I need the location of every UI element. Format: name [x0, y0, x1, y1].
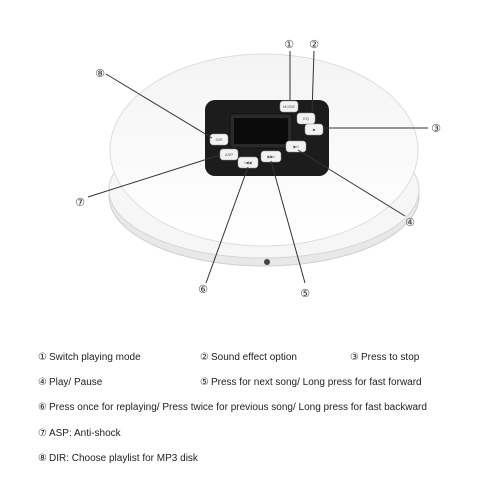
mode-button[interactable]: MODE [279, 100, 299, 113]
asp-button[interactable]: ASP [219, 148, 239, 161]
legend-text-3: Press to stop [360, 352, 420, 363]
prev-button[interactable]: I◀◀ [237, 156, 259, 169]
callout-3: ③ [431, 122, 441, 135]
stop-button[interactable]: ■ [304, 123, 324, 136]
legend-text-7: ASP: Anti-shock [48, 428, 121, 439]
legend-text-8: DIR: Choose playlist for MP3 disk [48, 453, 198, 464]
legend-text-5: Press for next song/ Long press for fast… [210, 377, 422, 388]
legend-text-1: Switch playing mode [48, 352, 141, 363]
leader-line-5 [270, 160, 306, 284]
stop-icon: ■ [313, 127, 316, 132]
leader-line-7 [87, 154, 221, 198]
next-button[interactable]: ▶▶I [260, 150, 282, 163]
callout-8: ⑧ [95, 67, 105, 80]
dir-button-label: DIR [216, 137, 223, 142]
legend-num-6: ⑥ [38, 402, 47, 413]
legend-text-6: Press once for replaying/ Press twice fo… [48, 402, 427, 413]
legend-num-5: ⑤ [200, 377, 209, 388]
asp-button-label: ASP [225, 152, 233, 157]
callout-4: ④ [405, 216, 415, 229]
legend-num-8: ⑧ [38, 453, 47, 464]
eq-button-label: EQ [303, 116, 309, 121]
leader-line-8 [105, 73, 213, 139]
callout-7: ⑦ [75, 196, 85, 209]
leader-line-4 [297, 149, 406, 217]
legend-num-4: ④ [38, 377, 47, 388]
callout-5: ⑤ [300, 287, 310, 300]
dir-button[interactable]: DIR [209, 133, 229, 146]
legend-text-4: Play/ Pause [48, 377, 103, 388]
eq-button[interactable]: EQ [296, 112, 316, 125]
lcd-screen [234, 118, 288, 144]
headphone-jack [264, 259, 270, 265]
control-panel: MODE EQ ■ ▶II ▶▶I I◀◀ ASP DIR [205, 100, 329, 176]
leader-line-6 [205, 166, 249, 284]
cd-player-diagram: MODE EQ ■ ▶II ▶▶I I◀◀ ASP DIR [75, 38, 441, 300]
play-pause-button[interactable]: ▶II [285, 140, 307, 153]
legend-text-2: Sound effect option [210, 352, 297, 363]
callout-6: ⑥ [198, 283, 208, 296]
mode-button-label: MODE [283, 104, 295, 109]
next-icon: ▶▶I [267, 154, 274, 159]
play-pause-icon: ▶II [293, 144, 298, 149]
legend-num-7: ⑦ [38, 428, 47, 439]
legend-num-3: ③ [350, 352, 359, 363]
callout-1: ① [284, 38, 294, 51]
leader-line-2 [311, 50, 315, 114]
legend-num-1: ① [38, 352, 47, 363]
legend-num-2: ② [200, 352, 209, 363]
leader-lines [87, 50, 428, 284]
prev-icon: I◀◀ [244, 160, 252, 165]
callout-2: ② [309, 38, 319, 51]
callout-numbers: ① ② ③ ④ ⑤ ⑥ ⑦ ⑧ [75, 38, 441, 300]
